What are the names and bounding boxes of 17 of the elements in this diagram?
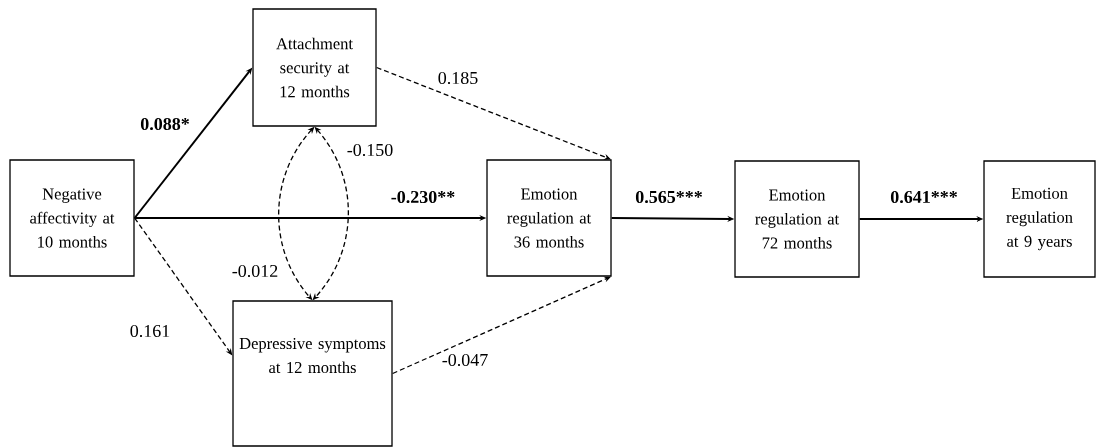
- arrow: [376, 66, 611, 160]
- edge-label: 0.161: [130, 324, 170, 338]
- edge-label: -0.150: [347, 143, 393, 157]
- edge-label: -0.012: [232, 264, 278, 278]
- edge-label: -0.047: [442, 353, 488, 367]
- variable-box: Emotion regulation at 72 months: [734, 160, 860, 278]
- edge-label: -0.230**: [391, 190, 455, 204]
- edge-label: 0.185: [438, 71, 478, 85]
- variable-box: Emotion regulation at 9 years: [983, 160, 1096, 278]
- variable-box: Emotion regulation at 36 months: [486, 159, 612, 277]
- variable-box: Negative affectivity at 10 months: [9, 159, 135, 277]
- variable-box: Attachment security at 12 months: [252, 8, 377, 127]
- edge-label: 0.565***: [635, 190, 702, 204]
- edge-label: 0.641***: [890, 190, 957, 204]
- variable-box: Depressive symptoms at 12 months: [232, 300, 393, 447]
- edge-label: 0.088*: [140, 117, 189, 131]
- arrow: [392, 276, 611, 375]
